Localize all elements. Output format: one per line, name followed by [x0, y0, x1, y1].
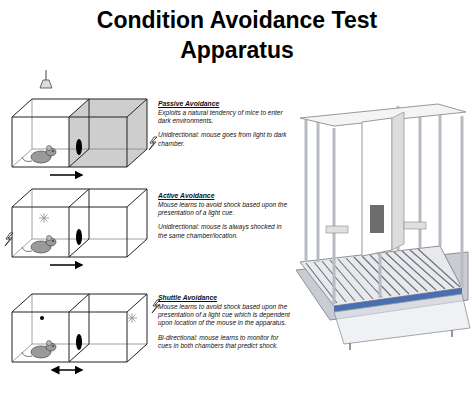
shuttle-apparatus — [12, 294, 160, 370]
section-heading: Passive Avoidance — [158, 100, 290, 108]
section-heading: Active Avoidance — [158, 192, 290, 200]
description-text: Bi-directional: mouse learns to monitor … — [158, 334, 290, 350]
section-heading: Shuttle Avoidance — [158, 294, 290, 302]
description-text: Exploits a natural tendency of mice to e… — [158, 109, 290, 125]
description-text: Unidirectional: mouse goes from light to… — [158, 131, 290, 147]
description-text: Mouse learns to avoid shock based upon t… — [158, 201, 290, 217]
title: Condition Avoidance Test Apparatus — [92, 6, 382, 66]
active-apparatus — [5, 189, 147, 265]
description-text: Unidirectional: mouse is always shocked … — [158, 223, 290, 239]
description-text: Mouse learns to avoid shock based upon t… — [158, 303, 290, 327]
lamp — [40, 70, 52, 88]
passive-apparatus — [12, 99, 157, 175]
apparatus-photo — [296, 104, 470, 350]
